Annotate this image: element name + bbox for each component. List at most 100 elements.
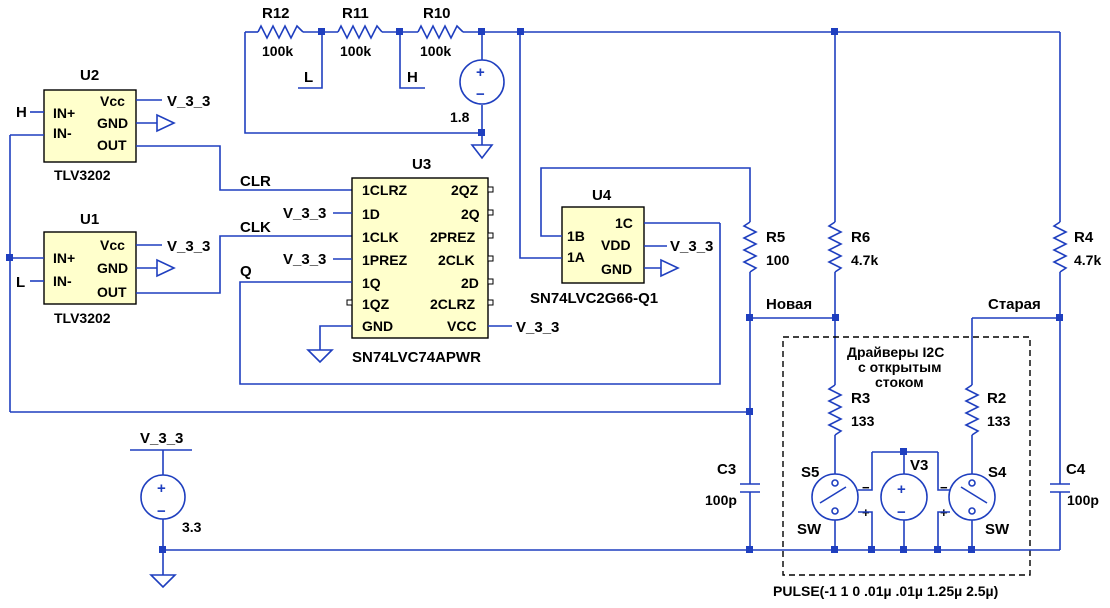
r3-value: 133: [851, 413, 875, 429]
capacitor-c4[interactable]: C4 100p: [1050, 461, 1099, 508]
svg-text:−: −: [862, 480, 870, 495]
vsupply-value: 3.3: [182, 519, 202, 535]
net-label-new: Новая: [766, 296, 812, 313]
svg-text:+: +: [157, 480, 166, 497]
svg-text:1CLRZ: 1CLRZ: [362, 182, 408, 198]
net-label-v33-1d: V_3_3: [283, 205, 326, 222]
divider-wires: [244, 31, 1060, 145]
svg-text:1D: 1D: [362, 206, 380, 222]
r11-ref: R11: [342, 5, 369, 22]
v3-ref: V3: [910, 457, 928, 474]
resistor-r12[interactable]: R12 100k: [257, 5, 304, 59]
r4-value: 4.7k: [1074, 252, 1101, 268]
resistor-r2[interactable]: R2 133: [964, 384, 1011, 436]
svg-text:1QZ: 1QZ: [362, 296, 390, 312]
svg-text:2Q: 2Q: [461, 206, 480, 222]
svg-text:GND: GND: [97, 115, 128, 131]
svg-text:2CLRZ: 2CLRZ: [430, 296, 476, 312]
c4-ref: C4: [1066, 461, 1086, 478]
s5-model: SW: [797, 521, 822, 538]
svg-text:1CLK: 1CLK: [362, 229, 399, 245]
svg-text:−: −: [157, 503, 166, 520]
drivers-label-2: с открытым: [858, 359, 941, 375]
net-label-h-top: H: [407, 69, 418, 86]
pulse-source-v3[interactable]: + − V3 PULSE(-1 1 0 .01µ .01µ 1.25µ 2.5µ…: [773, 457, 998, 599]
r5-ref: R5: [766, 229, 785, 246]
net-label-l-top: L: [304, 69, 313, 86]
switch-s5[interactable]: S5 SW − +: [797, 464, 870, 538]
resistor-r4[interactable]: R4 4.7k: [1052, 221, 1101, 273]
s4-model: SW: [985, 521, 1010, 538]
svg-text:OUT: OUT: [97, 284, 127, 300]
junction: [746, 546, 753, 553]
r3-ref: R3: [851, 390, 870, 407]
c4-value: 100p: [1067, 492, 1099, 508]
r10-ref: R10: [423, 5, 451, 22]
svg-text:2D: 2D: [461, 275, 479, 291]
resistor-r5[interactable]: R5 100: [742, 221, 790, 273]
svg-text:2CLK: 2CLK: [438, 252, 475, 268]
r12-ref: R12: [262, 5, 290, 22]
svg-text:VDD: VDD: [601, 237, 631, 253]
svg-text:−: −: [940, 480, 948, 495]
u1-part: TLV3202: [54, 310, 111, 326]
r6-value: 4.7k: [851, 252, 878, 268]
svg-text:2PREZ: 2PREZ: [430, 229, 476, 245]
ground-symbol-top: [470, 144, 494, 160]
svg-text:−: −: [897, 504, 906, 521]
capacitor-c3[interactable]: C3 100p: [705, 461, 760, 508]
junction: [900, 448, 907, 455]
switch-s4[interactable]: S4 SW − +: [940, 464, 1010, 538]
ground-symbol-bottom: [149, 574, 177, 589]
r12-value: 100k: [262, 43, 293, 59]
svg-text:1Q: 1Q: [362, 275, 381, 291]
ground-symbol-u4: [660, 258, 680, 278]
svg-text:IN-: IN-: [53, 273, 72, 289]
ground-symbol-u1: [156, 258, 176, 278]
junction: [6, 254, 13, 261]
junction: [900, 546, 907, 553]
resistor-r3[interactable]: R3 133: [827, 384, 875, 436]
svg-text:GND: GND: [362, 318, 393, 334]
svg-text:IN-: IN-: [53, 125, 72, 141]
voltage-source-1v8[interactable]: + − 1.8: [450, 59, 505, 125]
c3-value: 100p: [705, 492, 737, 508]
r6-ref: R6: [851, 229, 870, 246]
net-label-l-u1: L: [16, 274, 25, 291]
junction: [517, 28, 524, 35]
junction: [831, 28, 838, 35]
u4-part: SN74LVC2G66-Q1: [530, 290, 658, 307]
net-label-h-u2: H: [16, 104, 27, 121]
r2-ref: R2: [987, 390, 1006, 407]
svg-text:IN+: IN+: [53, 250, 75, 266]
drivers-label-3: стоком: [875, 374, 924, 390]
net-label-v33-u1: V_3_3: [167, 238, 210, 255]
junction: [746, 408, 753, 415]
junction: [968, 546, 975, 553]
analog-switch-u4[interactable]: U4 1B 1A 1C VDD GND SN74LVC2G66-Q1: [530, 187, 658, 307]
svg-text:2QZ: 2QZ: [451, 182, 479, 198]
flipflop-u3[interactable]: U3 1CLRZ 1D 1CLK 1PREZ 1Q 1QZ GND 2QZ 2Q…: [351, 156, 489, 366]
net-label-v33-u3: V_3_3: [516, 319, 559, 336]
r4-ref: R4: [1074, 229, 1094, 246]
resistor-r11[interactable]: R11 100k: [337, 5, 383, 59]
s5-ref: S5: [801, 464, 819, 481]
net-label-q: Q: [240, 263, 252, 280]
u1-ref: U1: [80, 211, 99, 228]
voltage-source-3v3[interactable]: + − 3.3: [140, 474, 202, 535]
junction: [934, 546, 941, 553]
r11-value: 100k: [340, 43, 371, 59]
junction: [746, 314, 753, 321]
r2-value: 133: [987, 413, 1011, 429]
net-label-old: Старая: [988, 296, 1041, 313]
svg-text:IN+: IN+: [53, 105, 75, 121]
junction: [868, 546, 875, 553]
comparator-u1[interactable]: U1 IN+ IN- Vcc GND OUT TLV3202: [43, 211, 137, 326]
svg-text:VCC: VCC: [447, 318, 477, 334]
u3-ref: U3: [412, 156, 431, 173]
resistor-r6[interactable]: R6 4.7k: [827, 221, 878, 273]
minus-sign: −: [476, 86, 485, 103]
junction: [478, 129, 485, 136]
comparator-u2[interactable]: U2 IN+ IN- Vcc GND OUT TLV3202: [43, 67, 137, 183]
resistor-r10[interactable]: R10 100k: [417, 5, 464, 59]
